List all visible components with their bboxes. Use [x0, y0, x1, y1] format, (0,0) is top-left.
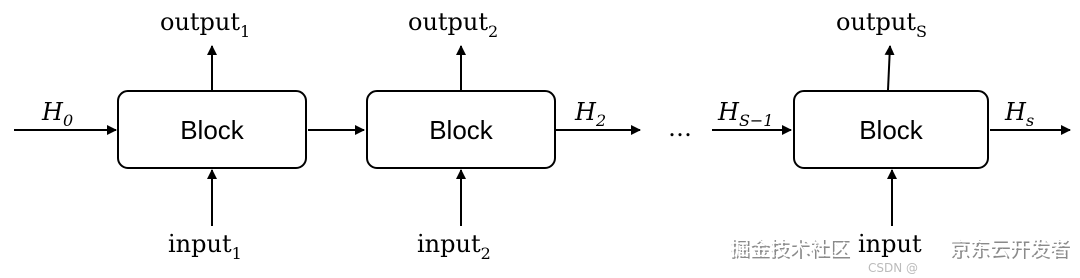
output-2-label: output2 — [408, 8, 498, 41]
watermark-line1-shadow: 掘金技术社区 — [731, 238, 851, 262]
block-1: Block — [117, 90, 307, 169]
watermark-line2-shadow: 京东云开发者 — [951, 238, 1071, 262]
block-2-label: Block — [429, 115, 494, 145]
output-s-label: outputS — [836, 8, 927, 41]
arrow-output-s — [884, 45, 895, 91]
watermark: 掘金技术社区 京东云开发者 掘金技术社区 京东云开发者 CSDN @ — [729, 236, 1071, 275]
block-1-label: Block — [180, 115, 245, 145]
hs-minus-1-label: HS−1 — [717, 98, 773, 130]
watermark-line2: 京东云开发者 — [949, 236, 1069, 260]
watermark-line1: 掘金技术社区 — [729, 236, 849, 260]
h2-label: H2 — [574, 98, 606, 130]
h0-label: H0 — [41, 98, 73, 130]
block-2: Block — [366, 90, 556, 169]
ellipsis: … — [668, 114, 692, 142]
block-s-label: Block — [859, 115, 924, 145]
input-1-label: input1 — [168, 230, 242, 263]
output-1-label: output1 — [160, 8, 250, 41]
block-s: Block — [793, 90, 989, 169]
watermark-small: CSDN @ — [868, 261, 918, 275]
input-2-label: input2 — [417, 230, 491, 263]
input-s-label: input — [858, 230, 922, 258]
hs-label: Hs — [1004, 98, 1034, 130]
